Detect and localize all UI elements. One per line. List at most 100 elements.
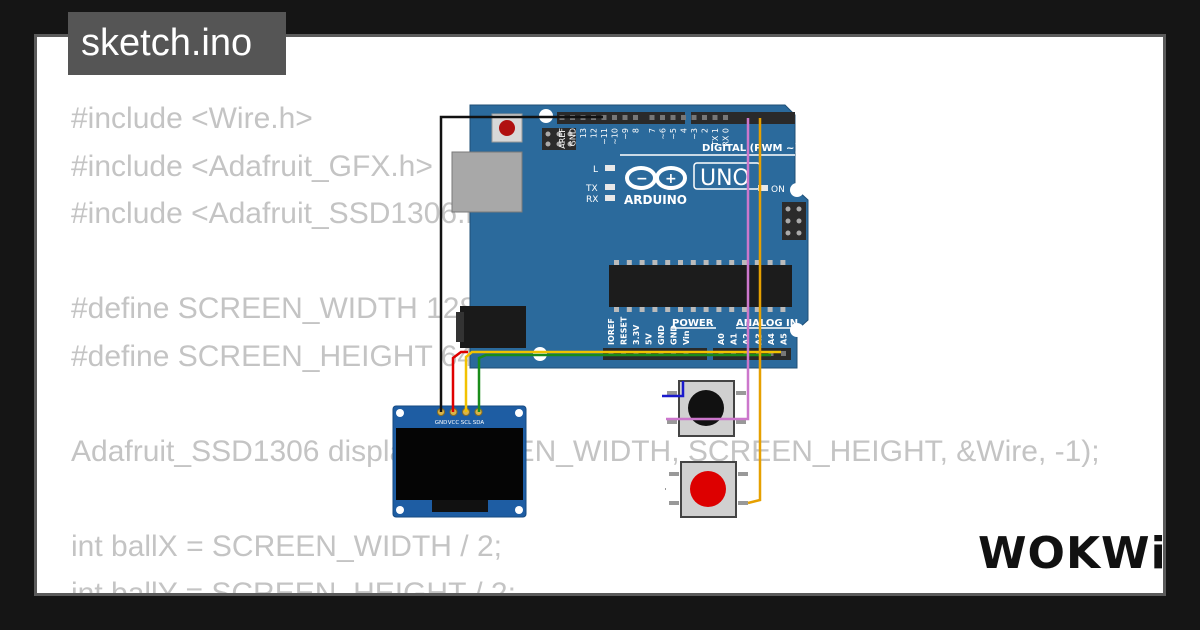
brand-label: ARDUINO bbox=[624, 193, 687, 207]
chip-leg bbox=[754, 260, 760, 265]
chip-leg bbox=[626, 307, 632, 312]
logo-plus: + bbox=[665, 171, 677, 187]
chip-leg bbox=[678, 307, 683, 312]
file-tab[interactable]: sketch.ino bbox=[68, 12, 286, 75]
digital-pin-hole[interactable] bbox=[670, 115, 676, 120]
analog-pin-hole[interactable] bbox=[743, 351, 749, 356]
digital-pin-label: TX 1 bbox=[711, 128, 720, 147]
digital-pin-hole[interactable] bbox=[601, 115, 607, 120]
power-pin-label: GND bbox=[657, 325, 666, 345]
power-pin-hole[interactable] bbox=[683, 351, 689, 356]
power-pin-label: 5V bbox=[645, 332, 654, 345]
pushbutton-1[interactable] bbox=[667, 380, 746, 437]
digital-pin-hole[interactable] bbox=[712, 115, 718, 120]
digital-pin-hole[interactable] bbox=[691, 115, 697, 120]
power-jack-rim bbox=[456, 312, 464, 342]
digital-pin-hole[interactable] bbox=[622, 115, 628, 120]
power-pin-label: 3.3V bbox=[632, 324, 641, 345]
power-pin-label: Vin bbox=[682, 330, 691, 345]
on-led-label: ON bbox=[771, 185, 785, 195]
digital-pin-hole[interactable] bbox=[723, 115, 728, 120]
chip-leg bbox=[703, 260, 709, 265]
wire-gnd bbox=[439, 115, 603, 412]
analog-pin-hole[interactable] bbox=[731, 351, 736, 356]
pushbutton-2[interactable] bbox=[669, 461, 748, 518]
arduino-infinity-logo bbox=[625, 166, 687, 190]
digital-pin-label: 4 bbox=[680, 128, 689, 133]
chip-leg bbox=[614, 260, 619, 265]
power-pin-hole[interactable] bbox=[658, 351, 664, 356]
analog-pin-label: A2 bbox=[742, 333, 751, 345]
chip-leg bbox=[690, 260, 696, 265]
oled-pin-label: VCC bbox=[448, 420, 460, 426]
icsp-header-2 bbox=[782, 202, 806, 240]
analog-pin-hole[interactable] bbox=[768, 351, 774, 356]
l-led-label: L bbox=[593, 165, 598, 175]
code-line: int ballX = SCREEN_WIDTH / 2; bbox=[71, 529, 502, 563]
oled-screen bbox=[396, 428, 523, 500]
model-label: UNO bbox=[700, 166, 750, 191]
digital-pin-label: ~6 bbox=[659, 128, 668, 140]
digital-pin-label: ~11 bbox=[600, 128, 609, 145]
bottom-pin-holes bbox=[608, 351, 786, 356]
oled-pin-label: SDA bbox=[473, 420, 485, 426]
code-line: #include <Adafruit_SSD1306.h> bbox=[71, 197, 500, 230]
digital-label: DIGITAL (PWM ~) bbox=[702, 143, 799, 154]
logo-minus: − bbox=[636, 171, 648, 187]
analog-label: ANALOG IN bbox=[736, 318, 798, 329]
microcontroller-chip bbox=[609, 265, 792, 307]
digital-pin-label: ~5 bbox=[669, 128, 678, 140]
analog-pin-label: A5 bbox=[780, 333, 789, 345]
chip-leg bbox=[639, 307, 645, 312]
analog-pin-hole[interactable] bbox=[718, 351, 724, 356]
chip-leg bbox=[767, 307, 773, 312]
power-pin-label: IOREF bbox=[607, 318, 616, 345]
analog-pin-hole[interactable] bbox=[756, 351, 761, 356]
chip-leg bbox=[754, 307, 760, 312]
digital-pin-hole[interactable] bbox=[702, 115, 707, 120]
chip-leg bbox=[626, 260, 632, 265]
oled-hole bbox=[515, 409, 523, 417]
mount-hole bbox=[790, 183, 804, 197]
chip-leg bbox=[703, 307, 709, 312]
power-pin-label: RESET bbox=[620, 316, 629, 345]
digital-pin-label: AREF bbox=[558, 128, 567, 149]
chip-leg bbox=[614, 307, 619, 312]
digital-pin-label: RX 0 bbox=[722, 128, 731, 147]
oled-ribbon bbox=[432, 500, 488, 512]
power-pin-hole[interactable] bbox=[621, 351, 626, 356]
analog-pin-hole[interactable] bbox=[781, 351, 786, 356]
tx-led-label: TX bbox=[585, 184, 598, 194]
wire-btn1 bbox=[666, 118, 750, 421]
power-pin-hole[interactable] bbox=[608, 351, 614, 356]
file-name: sketch.ino bbox=[81, 22, 253, 64]
l-led bbox=[605, 165, 615, 171]
digital-pin-label: GND bbox=[569, 128, 578, 146]
power-pin-hole[interactable] bbox=[646, 351, 651, 356]
oled-hole bbox=[515, 506, 523, 514]
rx-led bbox=[605, 195, 615, 201]
chip-leg bbox=[665, 307, 671, 312]
rx-led-label: RX bbox=[586, 195, 598, 205]
digital-pin-hole[interactable] bbox=[633, 115, 638, 120]
digital-pin-hole[interactable] bbox=[681, 115, 686, 120]
oled-pin-label: GND bbox=[435, 420, 448, 426]
reset-button-cap[interactable] bbox=[499, 120, 515, 136]
digital-pin-label: ~10 bbox=[611, 128, 620, 145]
chip-leg bbox=[742, 260, 747, 265]
digital-pin-label: 13 bbox=[579, 128, 588, 138]
power-pin-hole[interactable] bbox=[633, 351, 639, 356]
digital-pin-hole[interactable] bbox=[612, 115, 617, 120]
digital-pin-label: 8 bbox=[632, 128, 641, 133]
digital-pin-hole[interactable] bbox=[649, 115, 655, 120]
power-pin-hole[interactable] bbox=[671, 351, 676, 356]
power-pin-label: GND bbox=[670, 325, 679, 345]
chip-leg bbox=[665, 260, 671, 265]
chip-leg bbox=[652, 260, 658, 265]
chip-leg bbox=[742, 307, 747, 312]
wire-btn2 bbox=[747, 118, 762, 505]
digital-pin-hole[interactable] bbox=[660, 115, 665, 120]
icsp-header bbox=[542, 128, 576, 150]
chip-leg bbox=[639, 260, 645, 265]
